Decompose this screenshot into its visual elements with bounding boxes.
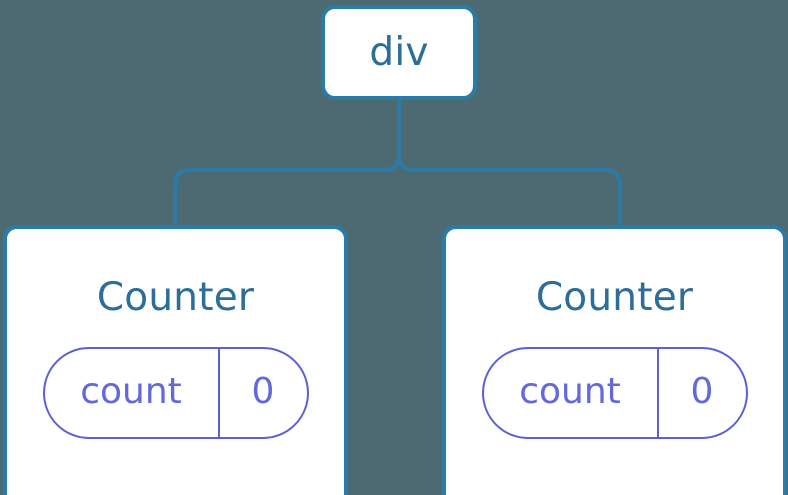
- state-value-right: 0: [690, 371, 714, 412]
- state-key-right: count: [484, 349, 659, 437]
- node-div-label: div: [369, 30, 429, 75]
- state-pill-right[interactable]: count 0: [481, 347, 748, 439]
- state-pill-left[interactable]: count 0: [42, 347, 309, 439]
- node-counter-left-label: Counter: [96, 275, 255, 320]
- node-counter-left[interactable]: Counter count 0: [3, 225, 348, 495]
- node-div[interactable]: div: [321, 5, 477, 100]
- state-value-left: 0: [251, 371, 275, 412]
- node-counter-right-label: Counter: [535, 275, 694, 320]
- node-counter-right[interactable]: Counter count 0: [442, 225, 787, 495]
- state-key-left: count: [45, 349, 220, 437]
- connector-branch-left: [173, 151, 401, 229]
- connector-branch-right: [397, 151, 622, 229]
